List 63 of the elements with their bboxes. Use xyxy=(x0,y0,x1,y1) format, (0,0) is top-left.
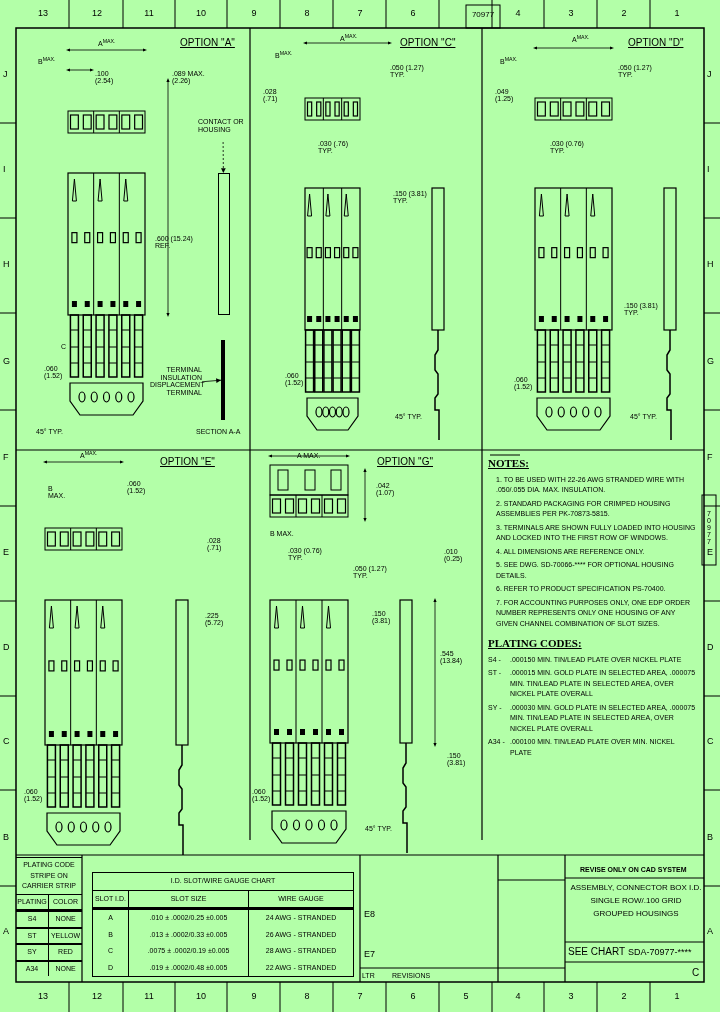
drawing-text: I xyxy=(707,164,710,174)
drawing-text: 6 xyxy=(410,8,416,18)
drawing-text: 12 xyxy=(92,991,102,1001)
drawing-text: A xyxy=(3,926,9,936)
drawing-text: 13 xyxy=(38,991,48,1001)
drawing-text: 8 xyxy=(304,8,310,18)
drawing-text: 7 xyxy=(357,991,363,1001)
drawing-text: A xyxy=(707,926,713,936)
drawing-text: J xyxy=(3,69,8,79)
drawing-text: PLATING CODES: xyxy=(488,637,582,649)
drawing-text: OPTION "E" xyxy=(160,456,215,467)
drawing-text: C xyxy=(692,967,700,978)
drawing-text: OPTION "D" xyxy=(628,37,684,48)
drawing-text: C xyxy=(707,736,714,746)
drawing-text: NOTES: xyxy=(488,457,529,469)
drawing-text: G xyxy=(3,356,10,366)
terminal-tail xyxy=(221,340,225,420)
drawing-text: E xyxy=(707,547,713,557)
drawing-text: 2 xyxy=(621,8,627,18)
drawing-text: 10 xyxy=(196,8,206,18)
drawing-text: H xyxy=(707,259,714,269)
drawing-text: OPTION "G" xyxy=(377,456,433,467)
drawing-text: 6 xyxy=(410,991,416,1001)
drawing-text: B xyxy=(3,832,9,842)
drawing-text: OPTION "C" xyxy=(400,37,456,48)
drawing-text: 5 xyxy=(463,991,469,1001)
drawing-text: F xyxy=(707,452,713,462)
drawing-text: SEE CHART xyxy=(568,946,626,957)
drawing-text: E xyxy=(3,547,9,557)
drawing-text: B xyxy=(707,832,713,842)
drawing-text: 10 xyxy=(196,991,206,1001)
drawing-text: I xyxy=(3,164,6,174)
drawing-text: 1 xyxy=(674,8,680,18)
drawing-text: 3 xyxy=(568,991,574,1001)
drawing-text: 9 xyxy=(251,8,257,18)
drawing-text: G xyxy=(707,356,714,366)
drawing-text: C xyxy=(3,736,10,746)
drawing-text: 13 xyxy=(38,8,48,18)
drawing-text: 4 xyxy=(515,991,521,1001)
drawing-text: GROUPED HOUSINGS xyxy=(593,909,679,918)
drawing-text: 11 xyxy=(144,991,154,1001)
drawing-text: 7 xyxy=(357,8,363,18)
drawing-text: H xyxy=(3,259,10,269)
drawing-text: 70977 xyxy=(471,10,495,19)
drawing-text: 11 xyxy=(144,8,154,18)
drawing-text: E7 xyxy=(364,949,375,959)
drawing-text: 2 xyxy=(621,991,627,1001)
drawing-text: 12 xyxy=(92,8,102,18)
drawing-text: 9 xyxy=(251,991,257,1001)
drawing-text: F xyxy=(3,452,9,462)
drawing-text: SDA-70977-**** xyxy=(628,947,692,957)
drawing-text: OPTION "A" xyxy=(180,37,235,48)
drawing-text: E8 xyxy=(364,909,375,919)
drawing-text: 8 xyxy=(304,991,310,1001)
drawing-text: D xyxy=(707,642,714,652)
housing-side-view xyxy=(218,173,230,315)
drawing-text: J xyxy=(707,69,712,79)
drawing-text: D xyxy=(3,642,10,652)
drawing-text: 3 xyxy=(568,8,574,18)
drawing-text: 1 xyxy=(674,991,680,1001)
drawing-text: SINGLE ROW/.100 GRID xyxy=(590,896,682,905)
drawing-text: ASSEMBLY, CONNECTOR BOX I.D. xyxy=(570,883,702,892)
drawing-text: 4 xyxy=(515,8,521,18)
